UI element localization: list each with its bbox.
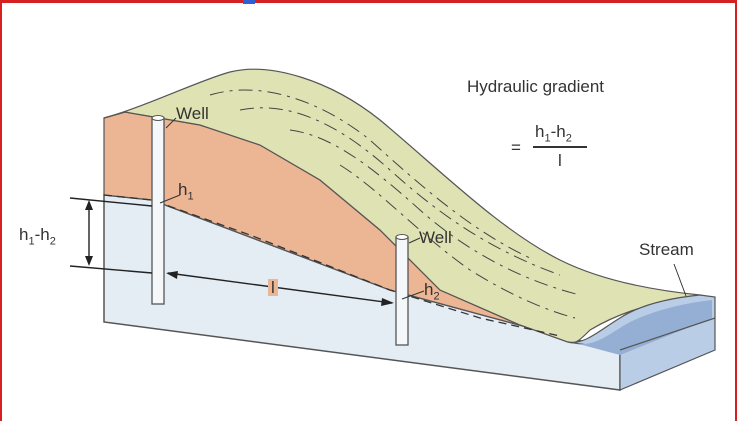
formula-title: Hydraulic gradient	[467, 78, 604, 95]
h1-sub: 1	[187, 190, 193, 202]
h2-sub: 2	[433, 290, 439, 302]
right-well-pipe	[396, 237, 408, 345]
head-diff-h2: h	[40, 225, 49, 244]
head-diff-h2-sub: 2	[50, 235, 56, 247]
right-well-top	[396, 235, 408, 240]
formula-fraction-bar	[533, 146, 587, 148]
stream-label: Stream	[639, 241, 694, 258]
formula-num-h2-sub: 2	[566, 132, 572, 144]
head-difference-arrowhead-top	[85, 200, 93, 210]
right-well-label: Well	[419, 229, 452, 246]
formula-numerator: h1-h2	[535, 123, 572, 144]
formula-denominator: l	[558, 152, 562, 169]
left-well-pipe	[152, 118, 164, 304]
formula-equals: =	[511, 139, 521, 156]
head-difference-label: h1-h2	[19, 226, 56, 247]
head-difference-arrowhead-bottom	[85, 256, 93, 266]
h1-label: h1	[178, 181, 194, 202]
h2-label: h2	[424, 281, 440, 302]
left-well-label: Well	[176, 105, 209, 122]
formula-num-h2: h	[556, 122, 565, 141]
stream-leader	[674, 264, 686, 296]
left-well-top	[152, 116, 164, 121]
distance-label: l	[268, 279, 278, 296]
